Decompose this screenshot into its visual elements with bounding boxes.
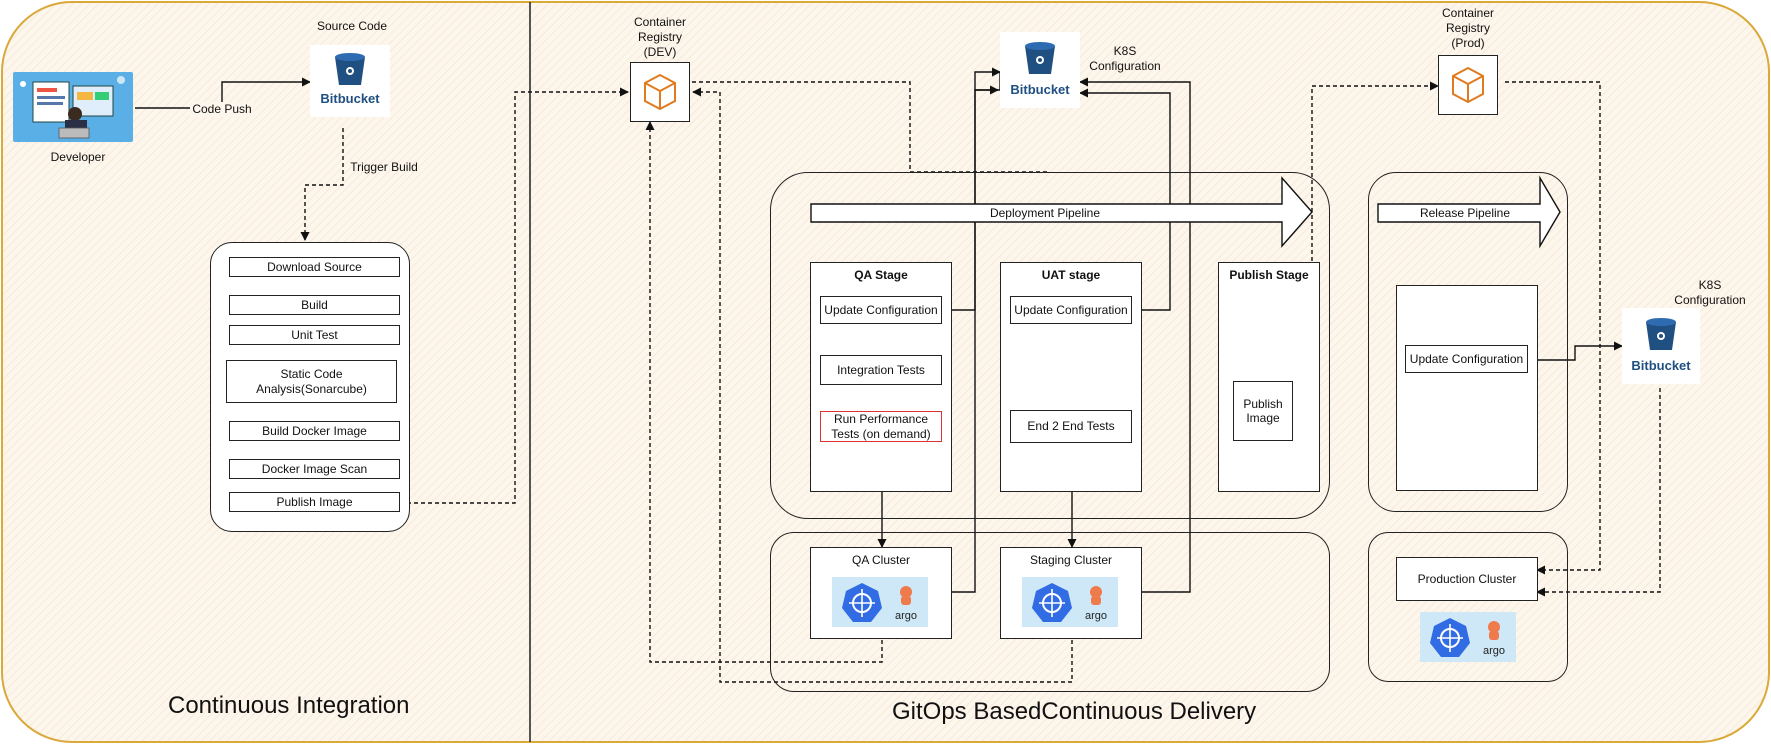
deployment-pipeline-panel	[770, 172, 1330, 519]
qa-stage-title: QA Stage	[854, 268, 908, 282]
container-registry-dev-icon	[630, 62, 690, 122]
cd-section-title: GitOps BasedContinuous Delivery	[892, 698, 1257, 725]
release-update-configuration: Update Configuration	[1405, 345, 1528, 373]
publish-stage-title: Publish Stage	[1229, 268, 1309, 282]
release-pipeline-label: Release Pipeline	[1419, 206, 1511, 220]
uat-update-configuration: Update Configuration	[1010, 296, 1132, 324]
prod-clusters-panel	[1368, 532, 1568, 682]
ci-step-static-code-analysis: Static Code Analysis(Sonarcube)	[226, 360, 397, 403]
k8s-config-right-label: K8S Configuration	[1674, 278, 1746, 307]
ci-step-docker-image-scan: Docker Image Scan	[229, 459, 400, 479]
deployment-pipeline-arrow	[810, 176, 1313, 248]
cd-clusters-panel	[770, 532, 1330, 692]
uat-end-2-end-tests: End 2 End Tests	[1010, 410, 1132, 443]
staging-cluster-k8s-argo-icon: argo	[1022, 577, 1118, 627]
qa-argo-text: argo	[895, 610, 917, 622]
ci-step-build-docker-image: Build Docker Image	[229, 421, 400, 441]
registry-dev-label: Container Registry (DEV)	[633, 15, 687, 59]
container-registry-prod-icon	[1438, 55, 1498, 115]
ci-step-download-source: Download Source	[229, 257, 400, 277]
source-code-title: Source Code	[316, 19, 388, 33]
production-argo-text: argo	[1483, 645, 1505, 657]
registry-prod-label: Container Registry (Prod)	[1441, 6, 1495, 50]
bitbucket-k8s-right-text: Bitbucket	[1631, 358, 1691, 373]
qa-cluster-label: QA Cluster	[851, 553, 911, 567]
production-cluster-k8s-argo-icon: argo	[1420, 612, 1516, 662]
bitbucket-k8s-top-text: Bitbucket	[1010, 82, 1070, 97]
publish-stage-panel	[1218, 262, 1320, 492]
staging-argo-text: argo	[1085, 610, 1107, 622]
ci-step-build: Build	[229, 295, 400, 315]
developer-label: Developer	[50, 150, 106, 164]
k8s-config-top-label: K8S Configuration	[1089, 44, 1161, 73]
uat-stage-title: UAT stage	[1041, 268, 1101, 282]
bitbucket-k8s-right-icon: Bitbucket	[1622, 308, 1700, 384]
trigger-build-label: Trigger Build	[350, 160, 418, 174]
release-stage-panel	[1396, 285, 1538, 491]
production-cluster: Production Cluster	[1396, 557, 1538, 601]
deployment-pipeline-label: Deployment Pipeline	[989, 206, 1101, 220]
bitbucket-source-text: Bitbucket	[320, 91, 380, 106]
ci-step-publish-image: Publish Image	[229, 492, 400, 512]
release-pipeline-panel	[1368, 172, 1568, 512]
staging-cluster-label: Staging Cluster	[1029, 553, 1113, 567]
ci-section-title: Continuous Integration	[168, 692, 410, 719]
qa-integration-tests: Integration Tests	[820, 355, 942, 385]
developer-illustration-icon	[13, 72, 133, 142]
qa-cluster-k8s-argo-icon: argo	[832, 577, 928, 627]
qa-update-configuration: Update Configuration	[820, 296, 942, 324]
qa-run-performance-tests: Run Performance Tests (on demand)	[820, 411, 942, 442]
code-push-label: Code Push	[190, 102, 254, 117]
ci-step-unit-test: Unit Test	[229, 325, 400, 345]
bitbucket-k8s-top-icon: Bitbucket	[1000, 32, 1080, 108]
publish-stage-publish-image: Publish Image	[1233, 381, 1293, 441]
bitbucket-source-icon: Bitbucket	[310, 45, 390, 117]
